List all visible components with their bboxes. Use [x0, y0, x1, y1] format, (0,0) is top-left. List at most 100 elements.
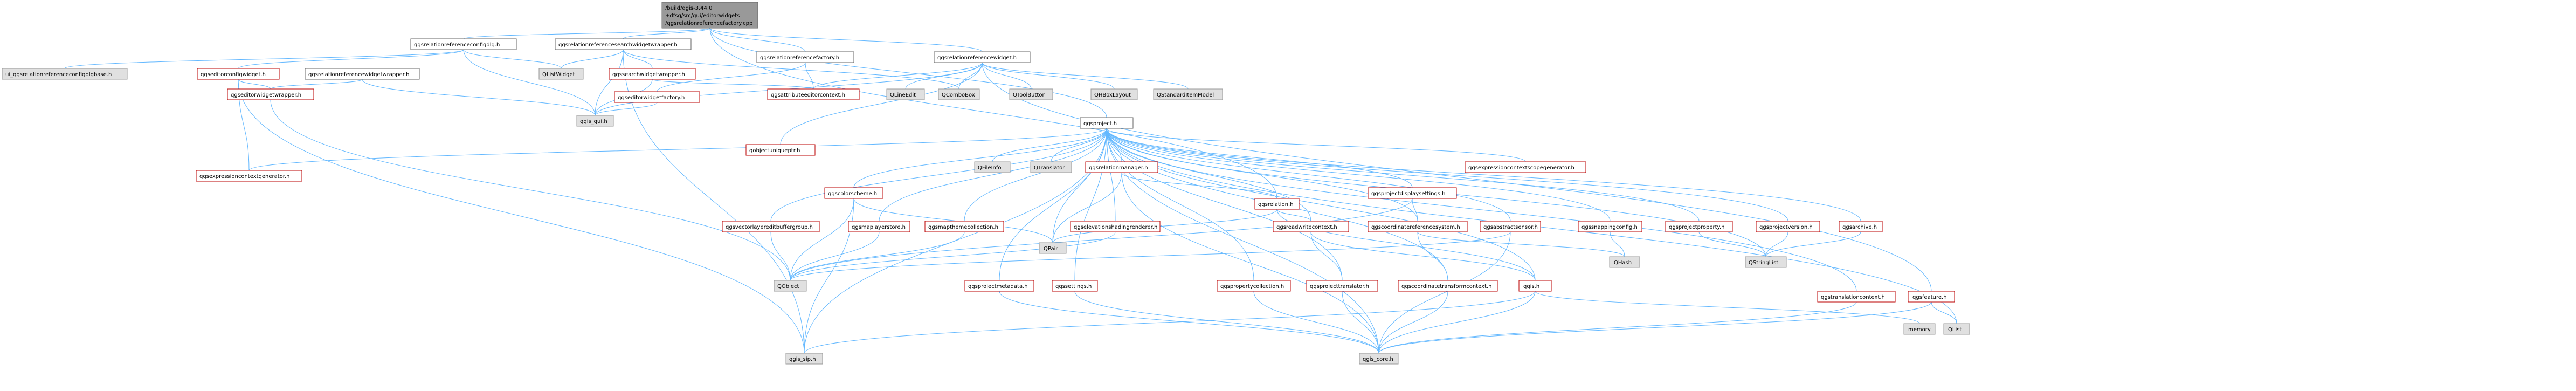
- node-feature[interactable]: qgsfeature.h: [1908, 291, 1955, 303]
- svg-text:qgsattributeeditorcontext.h: qgsattributeeditorcontext.h: [771, 92, 845, 98]
- node-memory[interactable]: memory: [1903, 323, 1936, 335]
- edge-n_project-n_rwctx: [1106, 128, 1311, 222]
- node-translation-context[interactable]: qgstranslationcontext.h: [1817, 291, 1896, 303]
- node-read-write-context[interactable]: qgsreadwritecontext.h: [1273, 221, 1349, 232]
- node-qhboxlayout[interactable]: QHBoxLayout: [1090, 88, 1138, 100]
- node-qfileinfo[interactable]: QFileInfo: [974, 161, 1011, 173]
- svg-text:QList: QList: [1948, 327, 1962, 333]
- node-qgsproject[interactable]: qgsproject.h: [1080, 117, 1134, 129]
- node-qgis-sip[interactable]: qgis_sip.h: [785, 353, 823, 365]
- edge-n_project-n_transctx: [1106, 128, 1857, 292]
- edge-n_widget-n_qtool: [982, 62, 1032, 90]
- svg-text:ui_qgsrelationreferenceconfigd: ui_qgsrelationreferenceconfigdlgbase.h: [5, 72, 112, 78]
- node-expr-context-generator[interactable]: qgsexpressioncontextgenerator.h: [196, 170, 302, 182]
- node-project-translator[interactable]: qgsprojecttranslator.h: [1306, 280, 1378, 292]
- node-ct-context[interactable]: qgscoordinatetransformcontext.h: [1398, 280, 1498, 292]
- edge-n_project-n_ptrans: [1106, 128, 1343, 281]
- node-search-wrapper[interactable]: qgsrelationreferencesearchwidgetwrapper.…: [555, 38, 692, 50]
- node-editor-config-widget[interactable]: qgseditorconfigwidget.h: [197, 68, 280, 80]
- node-project-display-settings[interactable]: qgsprojectdisplaysettings.h: [1368, 187, 1457, 199]
- edge-n_pver-n_qstrl: [1765, 231, 1788, 257]
- edge-n_colsch-n_qpair: [853, 198, 1053, 243]
- edge-n_widget-n_qstd: [982, 62, 1189, 90]
- svg-text:qgspropertycollection.h: qgspropertycollection.h: [1220, 284, 1284, 290]
- node-crs[interactable]: qgscoordinatereferencesystem.h: [1368, 221, 1468, 232]
- node-attribute-editor-context[interactable]: qgsattributeeditorcontext.h: [767, 88, 860, 100]
- node-widget[interactable]: qgsrelationreferencewidget.h: [934, 51, 1031, 63]
- node-qgis-gui[interactable]: qgis_gui.h: [576, 115, 614, 127]
- edge-n_relation-n_rwctx: [1276, 209, 1311, 222]
- edge-n_project-n_mapthm: [964, 128, 1107, 222]
- node-search-widget-wrapper[interactable]: qgssearchwidgetwrapper.h: [609, 68, 696, 80]
- edge-n_colsch-n_qobject: [790, 198, 854, 281]
- node-elevation-shading[interactable]: qgselevationshadingrenderer.h: [1070, 221, 1161, 232]
- node-exprcontext-scope-generator[interactable]: qgsexpressioncontextscopegenerator.h: [1465, 161, 1586, 173]
- edge-n_project-n_pprop: [1106, 128, 1700, 222]
- node-editor-widget-factory[interactable]: qgseditorwidgetfactory.h: [614, 91, 700, 103]
- svg-text:qgsrelation.h: qgsrelation.h: [1258, 202, 1294, 208]
- svg-text:qgsvectorlayereditbuffergroup.: qgsvectorlayereditbuffergroup.h: [726, 224, 813, 230]
- node-qpair[interactable]: QPair: [1039, 242, 1067, 254]
- node-vector-edit-buffer-group[interactable]: qgsvectorlayereditbuffergroup.h: [722, 221, 820, 232]
- edge-n_cfgdlg-n_gui: [463, 49, 596, 116]
- node-cfgdlg[interactable]: qgsrelationreferenceconfigdlg.h: [410, 38, 517, 50]
- node-project-version[interactable]: qgsprojectversion.h: [1756, 221, 1820, 232]
- node-project-property[interactable]: qgsprojectproperty.h: [1665, 221, 1733, 232]
- svg-text:qgselevationshadingrenderer.h: qgselevationshadingrenderer.h: [1074, 224, 1157, 230]
- node-qgis-core[interactable]: qgis_core.h: [1359, 353, 1399, 365]
- edge-n_qgsh-n_core: [1378, 291, 1536, 354]
- node-project-metadata[interactable]: qgsprojectmetadata.h: [964, 280, 1034, 292]
- edge-n_edfact-n_gui: [595, 102, 658, 116]
- node-archive[interactable]: qgsarchive.h: [1839, 221, 1883, 232]
- svg-text:qgis.h: qgis.h: [1523, 284, 1539, 290]
- edge-n_crs-n_qhash: [1417, 231, 1625, 257]
- node-snapping-config[interactable]: qgssnappingconfig.h: [1578, 221, 1642, 232]
- svg-text:memory: memory: [1908, 327, 1931, 333]
- node-qobjectuniqueptr[interactable]: qobjectuniqueptr.h: [745, 144, 816, 156]
- node-qtranslator[interactable]: QTranslator: [1030, 161, 1072, 173]
- node-qstringlist[interactable]: QStringList: [1745, 256, 1787, 268]
- root-node[interactable]: /build/qgis-3.44.0 +dfsg/src/gui/editorw…: [661, 2, 758, 29]
- node-widget-wrapper[interactable]: qgsrelationreferencewidgetwrapper.h: [305, 68, 420, 80]
- node-map-layer-store[interactable]: qgsmaplayerstore.h: [848, 221, 910, 232]
- edge-n_widget-n_attrctx: [813, 62, 983, 90]
- node-factory[interactable]: qgsrelationreferencefactory.h: [756, 51, 854, 63]
- edge-n_project-n_crs: [1106, 128, 1418, 222]
- edge-n_project-n_exprgen: [248, 128, 1107, 171]
- node-qhash[interactable]: QHash: [1609, 256, 1640, 268]
- edge-n_project-n_abssens: [1106, 128, 1511, 222]
- node-relation-manager[interactable]: qgsrelationmanager.h: [1085, 161, 1158, 173]
- edge-n_project-n_qgsh: [1106, 128, 1536, 281]
- svg-text:QObject: QObject: [777, 284, 799, 290]
- root-line-3: /qgsrelationreferencefactory.cpp: [665, 20, 752, 26]
- node-color-scheme[interactable]: qgscolorscheme.h: [824, 187, 883, 199]
- svg-text:QHash: QHash: [1614, 260, 1632, 266]
- edge-n_project-n_pmeta: [999, 128, 1107, 281]
- node-ui-cfg[interactable]: ui_qgsrelationreferenceconfigdlgbase.h: [2, 68, 128, 80]
- node-qobject[interactable]: QObject: [774, 280, 807, 292]
- node-qcombobox[interactable]: QComboBox: [938, 88, 980, 100]
- node-map-theme-collection[interactable]: qgsmapthemecollection.h: [924, 221, 1004, 232]
- node-qlist[interactable]: QList: [1943, 323, 1970, 335]
- node-qlistwidget[interactable]: QListWidget: [538, 68, 584, 80]
- node-editor-widget-wrapper[interactable]: qgseditorwidgetwrapper.h: [227, 88, 314, 100]
- edge-n_settings-n_core: [1074, 291, 1379, 354]
- node-qgis[interactable]: qgis.h: [1518, 280, 1552, 292]
- svg-text:qgis_core.h: qgis_core.h: [1363, 356, 1393, 362]
- svg-text:qgsmaplayerstore.h: qgsmaplayerstore.h: [852, 224, 906, 230]
- svg-text:QLineEdit: QLineEdit: [890, 92, 916, 98]
- node-qtoolbutton[interactable]: QToolButton: [1009, 88, 1053, 100]
- edge-n_edwrap-n_qobject: [270, 99, 791, 281]
- svg-text:qgis_gui.h: qgis_gui.h: [580, 119, 607, 125]
- edge-n_rwctx-n_ptrans: [1310, 231, 1343, 281]
- edge-n_elev-n_qobject: [790, 231, 1116, 281]
- node-settings[interactable]: qgssettings.h: [1052, 280, 1098, 292]
- svg-text:QPair: QPair: [1044, 246, 1058, 252]
- node-qstandarditemmodel[interactable]: QStandardItemModel: [1153, 88, 1223, 100]
- edge-n_edcfg-n_edwrap: [238, 79, 271, 90]
- node-property-collection[interactable]: qgspropertycollection.h: [1217, 280, 1291, 292]
- svg-text:QToolButton: QToolButton: [1013, 92, 1046, 98]
- node-relation[interactable]: qgsrelation.h: [1254, 198, 1300, 210]
- node-qlineedit[interactable]: QLineEdit: [886, 88, 925, 100]
- node-abstract-sensor[interactable]: qgsabstractsensor.h: [1480, 221, 1541, 232]
